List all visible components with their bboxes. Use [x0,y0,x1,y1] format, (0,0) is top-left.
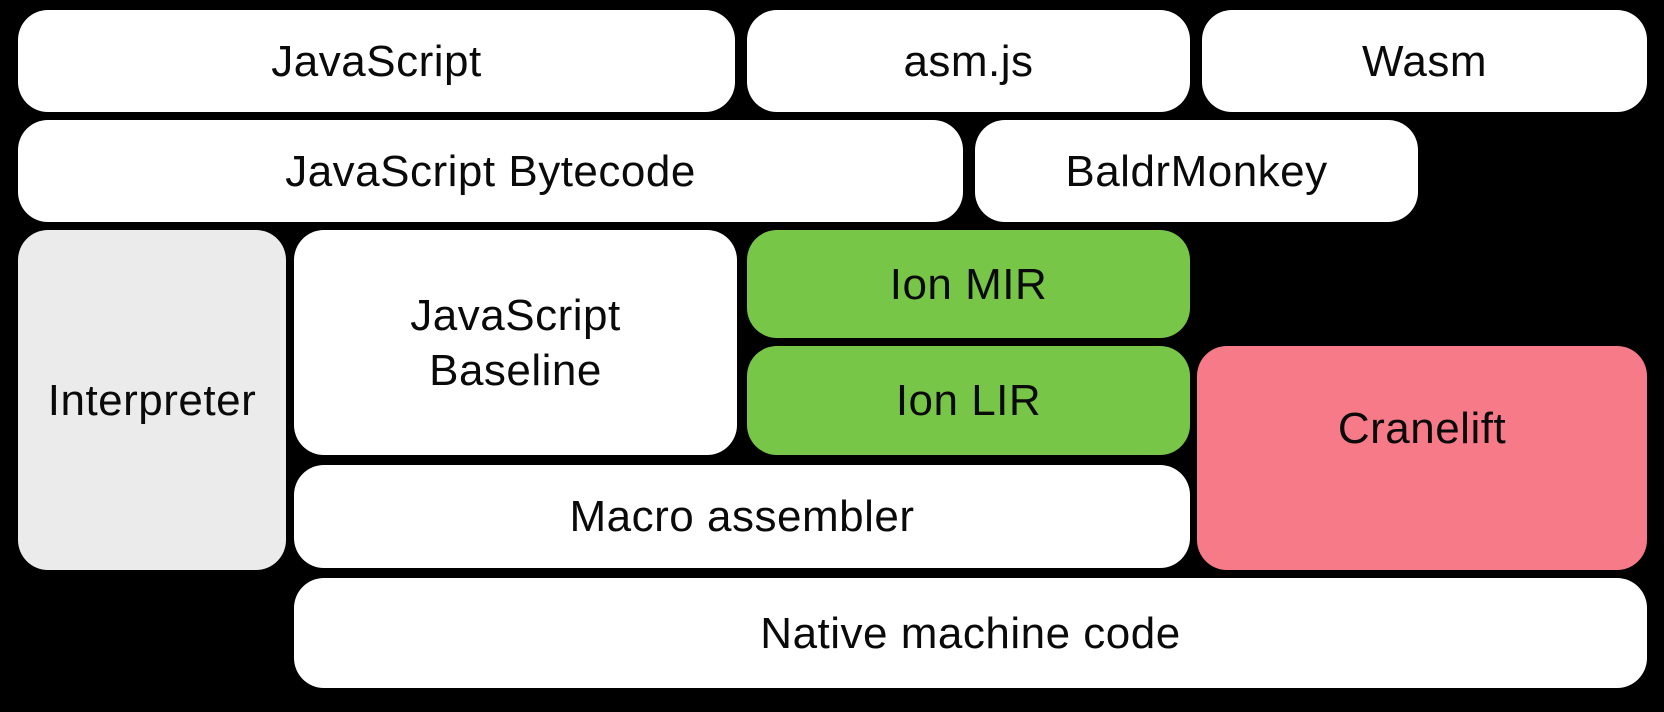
box-label-javascript: JavaScript [271,36,482,86]
box-javascript: JavaScript [18,10,735,112]
box-ion-mir: Ion MIR [747,230,1190,338]
box-macro-assembler: Macro assembler [294,465,1190,568]
box-ion-lir: Ion LIR [747,346,1190,455]
box-label-javascript-baseline: JavaScript Baseline [410,290,621,395]
box-baldrmonkey: BaldrMonkey [975,120,1418,222]
box-label-ion-lir: Ion LIR [895,376,1042,425]
box-cranelift: Cranelift [1197,346,1647,570]
box-label-cranelift: Cranelift [1337,403,1507,453]
box-label-macro-assembler: Macro assembler [569,492,915,541]
box-label-baldrmonkey: BaldrMonkey [1065,146,1328,196]
box-label-native-machine-code: Native machine code [760,608,1181,658]
box-javascript-bytecode: JavaScript Bytecode [18,120,963,222]
box-label-ion-mir: Ion MIR [889,259,1048,309]
box-native-machine-code: Native machine code [294,578,1647,688]
box-wasm: Wasm [1202,10,1647,112]
box-label-asmjs: asm.js [903,36,1034,86]
box-label-javascript-bytecode: JavaScript Bytecode [285,146,696,196]
box-label-wasm: Wasm [1361,36,1488,86]
box-javascript-baseline: JavaScript Baseline [294,230,737,455]
box-asmjs: asm.js [747,10,1190,112]
box-label-interpreter: Interpreter [47,375,257,425]
box-interpreter: Interpreter [18,230,286,570]
